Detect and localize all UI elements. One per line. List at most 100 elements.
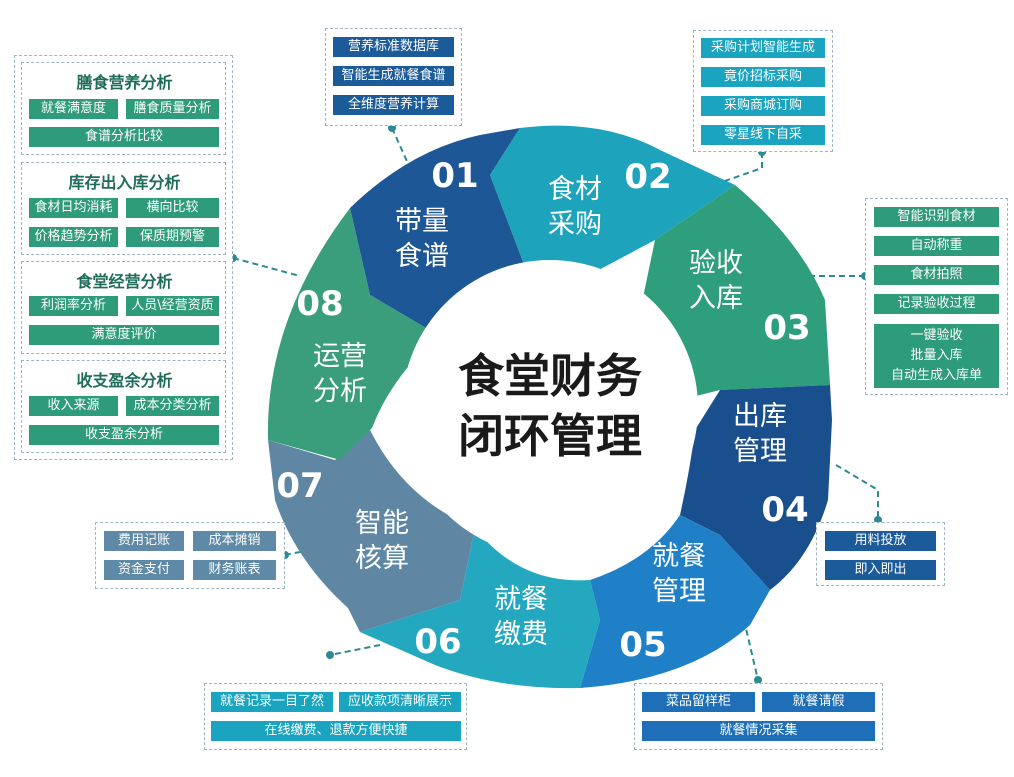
step-07-label-line2: 核算	[355, 543, 409, 574]
step-04-label-line2: 管理	[733, 436, 787, 467]
step-05-item[interactable]: 就餐情况采集	[642, 721, 875, 741]
analysis-item[interactable]: 收支盈余分析	[29, 425, 219, 445]
step-06-item[interactable]: 在线缴费、退款方便快捷	[211, 721, 461, 741]
segment-04[interactable]	[680, 385, 832, 590]
center-title-line1: 食堂财务	[458, 349, 642, 403]
step-07-number: 07	[276, 466, 323, 506]
connector-dot	[326, 651, 334, 659]
analysis-item[interactable]: 收入来源	[29, 396, 118, 416]
analysis-group-title: 膳食营养分析	[76, 73, 173, 92]
center-title-line2: 闭环管理	[458, 409, 642, 463]
step-05-item[interactable]: 菜品留样柜	[642, 692, 755, 712]
segment-05[interactable]	[580, 515, 770, 688]
step-08-label-line1: 运营	[313, 341, 367, 372]
step-06-label-line1: 就餐	[494, 584, 548, 615]
step-03-item[interactable]: 智能识别食材	[874, 207, 999, 227]
center-circle	[402, 260, 698, 556]
analysis-group-title: 收支盈余分析	[76, 371, 173, 390]
analysis-group-income: 收支盈余分析 收入来源 成本分类分析 收支盈余分析	[21, 360, 226, 453]
connector-02	[721, 152, 763, 183]
segment-02[interactable]	[490, 125, 735, 280]
step-02-number: 02	[624, 157, 671, 197]
step-02-label-line2: 采购	[548, 209, 602, 240]
step-02-label-line1: 食材	[548, 174, 602, 205]
step-03-item: 一键验收	[910, 328, 963, 343]
analysis-group-title: 食堂经营分析	[76, 272, 173, 291]
step-02-item[interactable]: 采购计划智能生成	[701, 38, 825, 58]
step-07-item[interactable]: 财务账表	[193, 560, 276, 580]
analysis-group-inventory: 库存出入库分析 食材日均消耗 横向比较 价格趋势分析 保质期预警	[21, 162, 226, 255]
step-06-number: 06	[414, 622, 461, 662]
connector-04	[835, 464, 879, 520]
step-05-number: 05	[619, 625, 666, 665]
segment-03[interactable]	[640, 185, 830, 400]
connector-06	[329, 644, 381, 656]
step-07-item[interactable]: 资金支付	[104, 560, 184, 580]
step-06-label-line2: 缴费	[494, 619, 548, 650]
step-01-number: 01	[431, 156, 478, 196]
step-07-item[interactable]: 费用记账	[104, 531, 184, 551]
analysis-item[interactable]: 利润率分析	[29, 296, 118, 316]
step-03-label-line1: 验收	[689, 248, 743, 279]
step-01-item[interactable]: 智能生成就餐食谱	[333, 66, 454, 86]
segment-07[interactable]	[268, 430, 475, 632]
analysis-item[interactable]: 食谱分析比较	[29, 127, 219, 147]
step-03-item: 自动生成入库单	[890, 368, 982, 383]
step-04-detail-box: 用料投放 即入即出	[816, 522, 945, 586]
step-05-label-line1: 就餐	[652, 541, 706, 572]
connector-05	[743, 619, 759, 681]
analysis-item[interactable]: 人员\经营资质	[126, 296, 219, 316]
segment-08[interactable]	[267, 208, 438, 460]
connector-dot	[388, 124, 396, 132]
step-08-label-line2: 分析	[313, 376, 367, 407]
analysis-item[interactable]: 膳食质量分析	[126, 99, 219, 119]
step-07-label-line1: 智能	[355, 508, 409, 539]
step-04-label-line1: 出库	[733, 401, 787, 432]
step-07-detail-box: 费用记账 成本摊销 资金支付 财务账表	[95, 522, 285, 589]
analysis-item[interactable]: 横向比较	[126, 198, 219, 218]
step-01-item[interactable]: 全维度营养计算	[333, 95, 454, 115]
step-02-item[interactable]: 竟价招标采购	[701, 67, 825, 87]
step-07-item[interactable]: 成本摊销	[193, 531, 276, 551]
step-06-item[interactable]: 应收款项清晰展示	[339, 692, 461, 712]
connector-01	[391, 127, 411, 169]
analysis-item[interactable]: 就餐满意度	[29, 99, 118, 119]
step-01-label-line2: 食谱	[395, 241, 449, 272]
analysis-group-operation: 食堂经营分析 利润率分析 人员\经营资质 满意度评价	[21, 261, 226, 354]
step-01-item[interactable]: 营养标准数据库	[333, 37, 454, 57]
step-02-item[interactable]: 采购商城订购	[701, 96, 825, 116]
connector-dot	[754, 676, 762, 684]
step-04-item[interactable]: 用料投放	[825, 531, 936, 551]
connector-08	[232, 257, 301, 277]
analysis-item[interactable]: 成本分类分析	[126, 396, 219, 416]
analysis-item[interactable]: 保质期预警	[126, 227, 219, 247]
analysis-item[interactable]: 满意度评价	[29, 325, 219, 345]
analysis-item[interactable]: 价格趋势分析	[29, 227, 118, 247]
step-03-item[interactable]: 自动称重	[874, 236, 999, 256]
step-02-item[interactable]: 零星线下自采	[701, 125, 825, 145]
step-04-number: 04	[761, 490, 808, 530]
segment-06[interactable]	[360, 528, 600, 689]
analysis-group-title: 库存出入库分析	[68, 173, 181, 192]
step-01-label-line1: 带量	[395, 206, 449, 237]
step-03-number: 03	[763, 308, 810, 348]
step-06-item[interactable]: 就餐记录一目了然	[211, 692, 333, 712]
step-03-label-line2: 入库	[689, 283, 743, 314]
step-03-item-group[interactable]: 一键验收 批量入库 自动生成入库单	[874, 324, 999, 388]
step-03-item[interactable]: 食材拍照	[874, 265, 999, 285]
step-06-detail-box: 就餐记录一目了然 应收款项清晰展示 在线缴费、退款方便快捷	[204, 683, 467, 750]
step-08-detail-box: 膳食营养分析 就餐满意度 膳食质量分析 食谱分析比较 库存出入库分析 食材日均消…	[14, 55, 233, 460]
step-05-item[interactable]: 就餐请假	[762, 692, 875, 712]
step-03-item[interactable]: 记录验收过程	[874, 294, 999, 314]
step-05-detail-box: 菜品留样柜 就餐请假 就餐情况采集	[634, 683, 883, 750]
step-05-label-line2: 管理	[652, 576, 706, 607]
step-02-detail-box: 采购计划智能生成 竟价招标采购 采购商城订购 零星线下自采	[693, 30, 833, 152]
step-08-number: 08	[296, 284, 343, 324]
step-03-item: 批量入库	[910, 348, 963, 363]
analysis-group-nutrition: 膳食营养分析 就餐满意度 膳食质量分析 食谱分析比较	[21, 62, 226, 155]
step-04-item[interactable]: 即入即出	[825, 560, 936, 580]
analysis-item[interactable]: 食材日均消耗	[29, 198, 118, 218]
step-01-detail-box: 营养标准数据库 智能生成就餐食谱 全维度营养计算	[325, 28, 462, 126]
step-03-detail-box: 智能识别食材 自动称重 食材拍照 记录验收过程 一键验收 批量入库 自动生成入库…	[865, 198, 1008, 395]
